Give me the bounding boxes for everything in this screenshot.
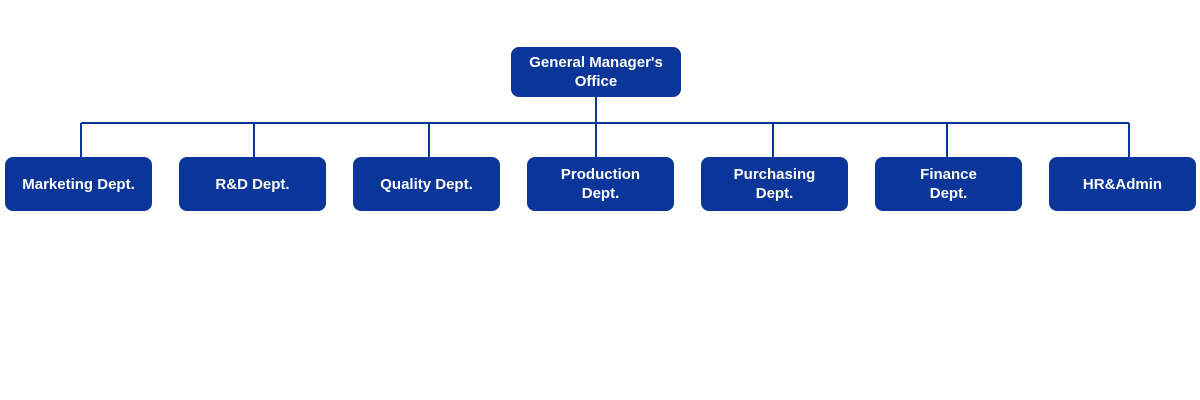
node-label: HR&Admin [1082,175,1163,193]
node-quality-dept[interactable]: Quality Dept. [353,157,500,211]
node-finance-dept[interactable]: Finance Dept. [875,157,1022,211]
node-label: Quality Dept. [380,175,473,193]
node-purchasing-dept[interactable]: Purchasing Dept. [701,157,848,211]
node-label: Purchasing Dept. [733,166,816,202]
node-label: R&D Dept. [215,175,290,193]
node-rd-dept[interactable]: R&D Dept. [179,157,326,211]
node-label: General Manager's Office [529,54,663,90]
node-hr-admin[interactable]: HR&Admin [1049,157,1196,211]
node-label: Marketing Dept. [22,175,135,193]
node-label: Finance Dept. [920,166,977,202]
node-label: Production Dept. [560,166,641,202]
node-marketing-dept[interactable]: Marketing Dept. [5,157,152,211]
node-production-dept[interactable]: Production Dept. [527,157,674,211]
node-general-managers-office[interactable]: General Manager's Office [511,47,681,97]
